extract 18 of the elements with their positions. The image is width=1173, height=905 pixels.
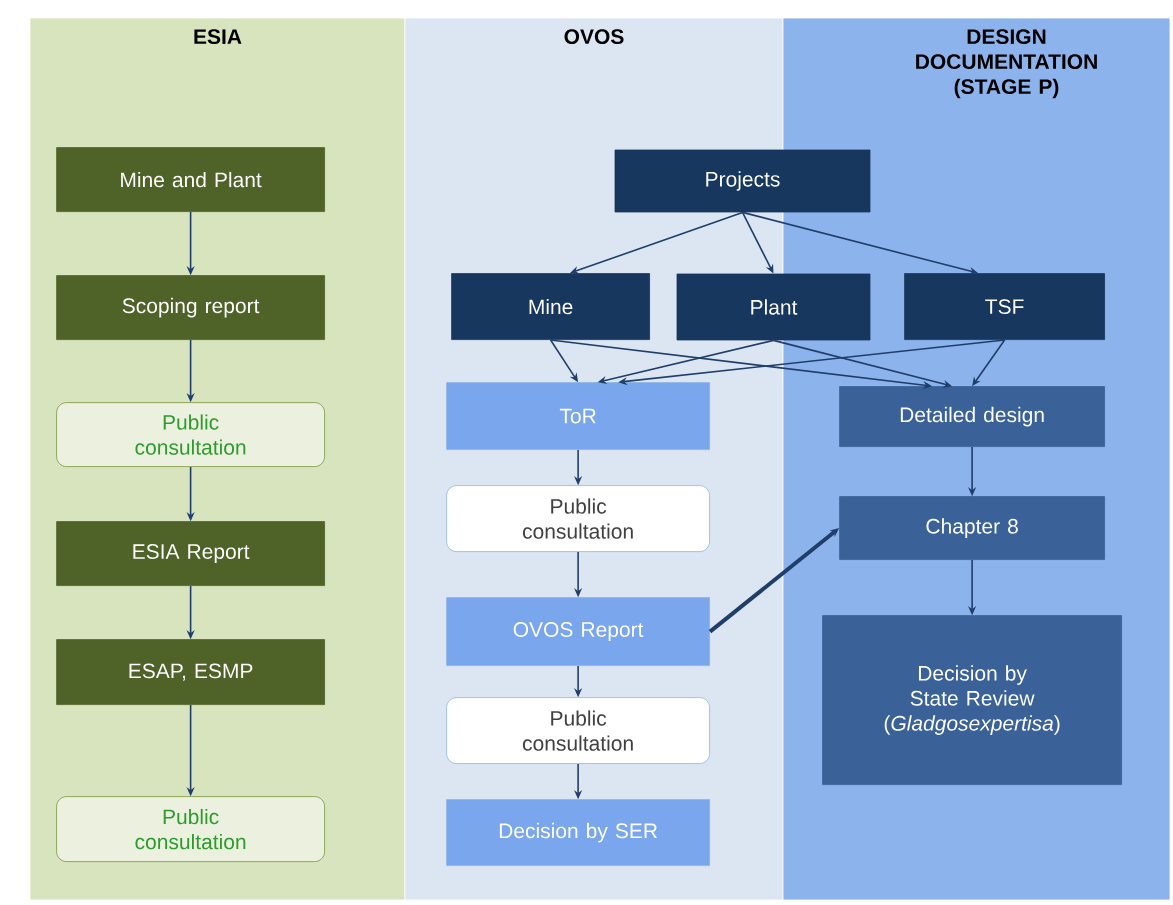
rounded-box: Public consultation	[446, 697, 710, 764]
process-box: TSF	[904, 273, 1105, 340]
process-box: Decision by SER	[446, 799, 710, 866]
process-box: OVOS Report	[446, 597, 710, 666]
rounded-box: Public consultation	[446, 485, 710, 552]
process-box: Plant	[676, 273, 871, 341]
process-box: Chapter 8	[839, 496, 1105, 560]
process-box: Projects	[614, 149, 871, 213]
process-box: Decision by State Review (Gladgosexpertisa)	[822, 615, 1122, 785]
process-box: ESAP, ESMP	[56, 639, 325, 705]
process-box: ToR	[446, 382, 710, 450]
rounded-box: Public consultation	[56, 402, 325, 467]
rounded-box: Public consultation	[56, 796, 325, 862]
process-box: Mine and Plant	[56, 147, 325, 212]
process-box: ESIA Report	[56, 521, 325, 586]
process-box: Scoping report	[56, 275, 325, 340]
process-box: Mine	[451, 273, 650, 340]
process-box: Detailed design	[839, 386, 1105, 447]
